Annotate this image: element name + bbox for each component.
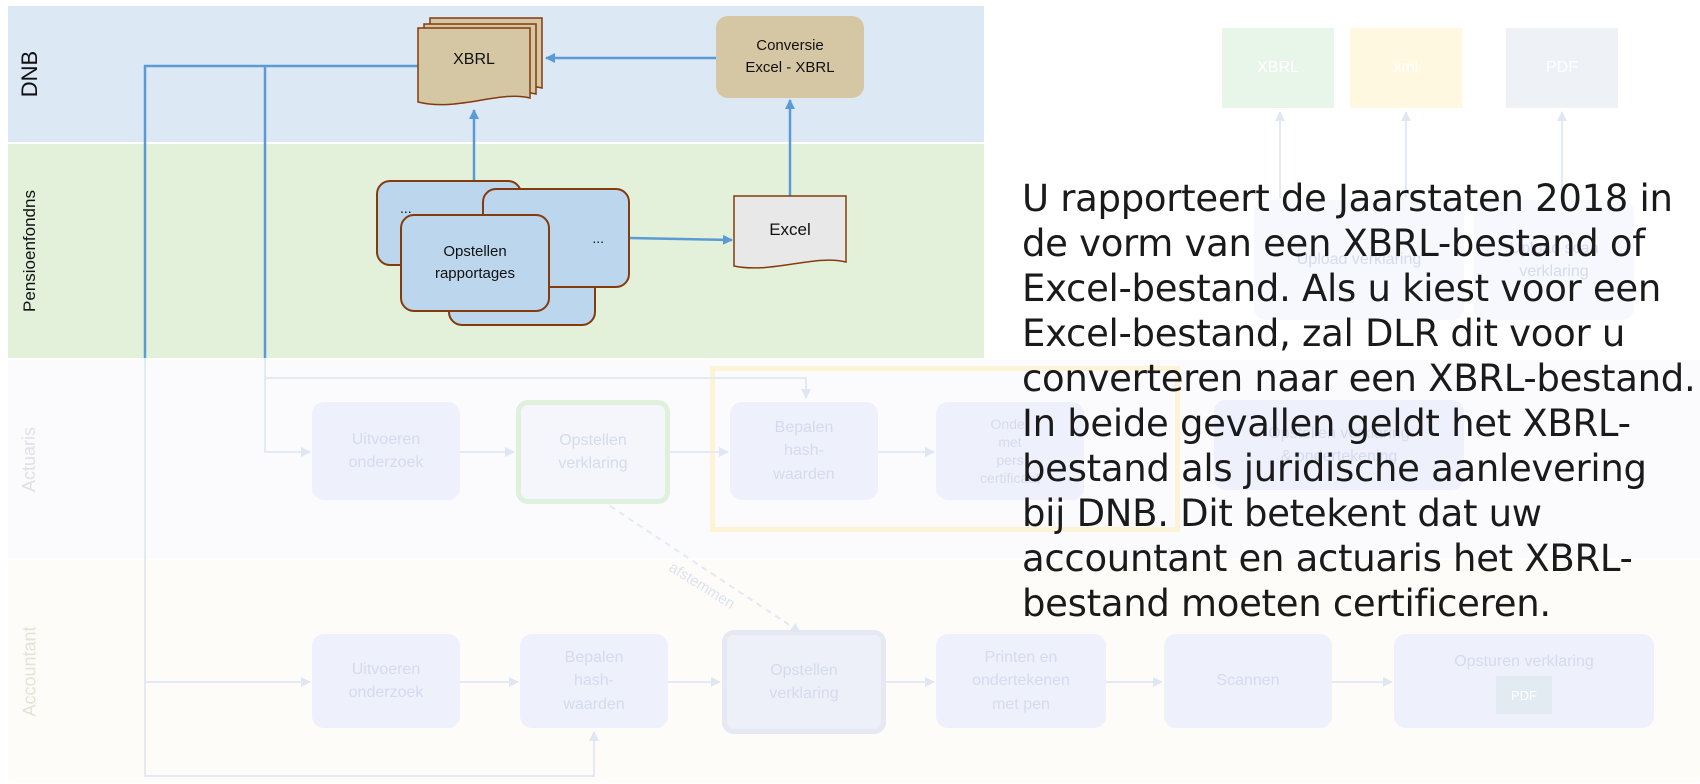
faded-actuaris-certificaat-label: Onder met pers certificaat [980, 415, 1040, 487]
explanation-text: U rapporteert de Jaarstaten 2018 in de v… [1022, 177, 1696, 625]
line-xbrl-left-long [143, 64, 418, 358]
opstellen-rapportages-line2: rapportages [434, 265, 516, 282]
faded-upload-scan: Upload scan verklaring [1474, 200, 1634, 320]
faded-accountant-hash: Bepalen hash- waarden [520, 634, 668, 728]
faded-accountant-uitvoeren: Uitvoeren onderzoek [312, 634, 460, 728]
opstellen-rapportages-line1: Opstellen [443, 243, 507, 261]
faded-xml-doc: xml [1350, 28, 1462, 108]
report-back-right-label: ... [592, 230, 604, 246]
excel-document [733, 195, 847, 269]
faded-opstellen-ondertekening: Opstellen verklaring & ondertekening [1214, 400, 1464, 490]
faded-actuaris-certificaat: Onder met pers certificaat [936, 402, 1084, 500]
arrow-reports-to-excel [629, 234, 733, 245]
faded-accountant-opsturen-label: Opsturen verklaring [1454, 653, 1594, 670]
faded-pdf-doc-label: PDF [1546, 59, 1578, 76]
faded-highlight-frame [710, 366, 1180, 532]
faded-upload-scan-label: Upload scan verklaring [1509, 239, 1599, 280]
excel-doc-label: Excel [769, 220, 811, 239]
faded-actuaris-uitvoeren-label: Uitvoeren onderzoek [348, 430, 424, 471]
faded-accountant-uitvoeren-label: Uitvoeren onderzoek [348, 660, 424, 701]
xbrl-doc-label-box: XBRL [418, 28, 530, 92]
faded-line-bottom-loop [144, 682, 599, 777]
faded-xbrl-doc-label: XBRL [1257, 59, 1299, 76]
faded-accountant-scannen: Scannen [1164, 634, 1332, 728]
xbrl-doc-label: XBRL [453, 51, 495, 68]
faded-pdf-badge: PDF [1496, 676, 1552, 714]
faded-accountant-printen: Printen en ondertekenen met pen [936, 634, 1106, 728]
faded-accountant-opstellen-label: Opstellen verklaring [769, 661, 839, 702]
faded-accountant-printen-label: Printen en ondertekenen met pen [972, 649, 1070, 713]
faded-connectors [144, 111, 1567, 777]
conversie-line2: Excel - XBRL [745, 59, 835, 76]
faded-upload-verklaring: Upload verklaring [1254, 200, 1464, 320]
opstellen-rapportages-box: Opstellen rapportages [400, 214, 550, 312]
excel-doc-label-box: Excel [734, 200, 846, 260]
faded-accountant-opstellen: Opstellen verklaring [722, 630, 886, 734]
faded-line-accountant-main [144, 358, 311, 687]
faded-pdf-badge-label: PDF [1511, 687, 1537, 703]
xbrl-doc-front [417, 27, 531, 106]
faded-actuaris-uitvoeren: Uitvoeren onderzoek [312, 402, 460, 500]
report-back-left-label: ... [400, 200, 412, 216]
conversie-box: Conversie Excel - XBRL [716, 16, 864, 98]
faded-xml-doc-label: xml [1393, 59, 1419, 76]
faded-upload-verklaring-label: Upload verklaring [1296, 251, 1422, 269]
faded-actuaris-hash: Bepalen hash- waarden [730, 402, 878, 500]
faded-accountant-hash-label: Bepalen hash- waarden [563, 649, 625, 713]
faded-line-top-branch [265, 377, 811, 399]
faded-line-actuaris-branch [264, 358, 311, 457]
faded-pdf-doc: PDF [1506, 28, 1618, 108]
faded-line-afstemmen [609, 505, 801, 633]
faded-opstellen-ondertekening-label: Opstellen verklaring & ondertekening [1268, 424, 1410, 465]
faded-actuaris-opstellen: Opstellen verklaring [516, 400, 670, 504]
active-connectors [143, 53, 795, 358]
faded-actuaris-hash-label: Bepalen hash- waarden [773, 419, 835, 483]
conversie-line1: Conversie [756, 37, 824, 55]
faded-xbrl-doc: XBRL [1222, 28, 1334, 108]
faded-actuaris-opstellen-label: Opstellen verklaring [558, 431, 628, 472]
faded-accountant-scannen-label: Scannen [1216, 672, 1280, 690]
xbrl-document [417, 17, 543, 106]
